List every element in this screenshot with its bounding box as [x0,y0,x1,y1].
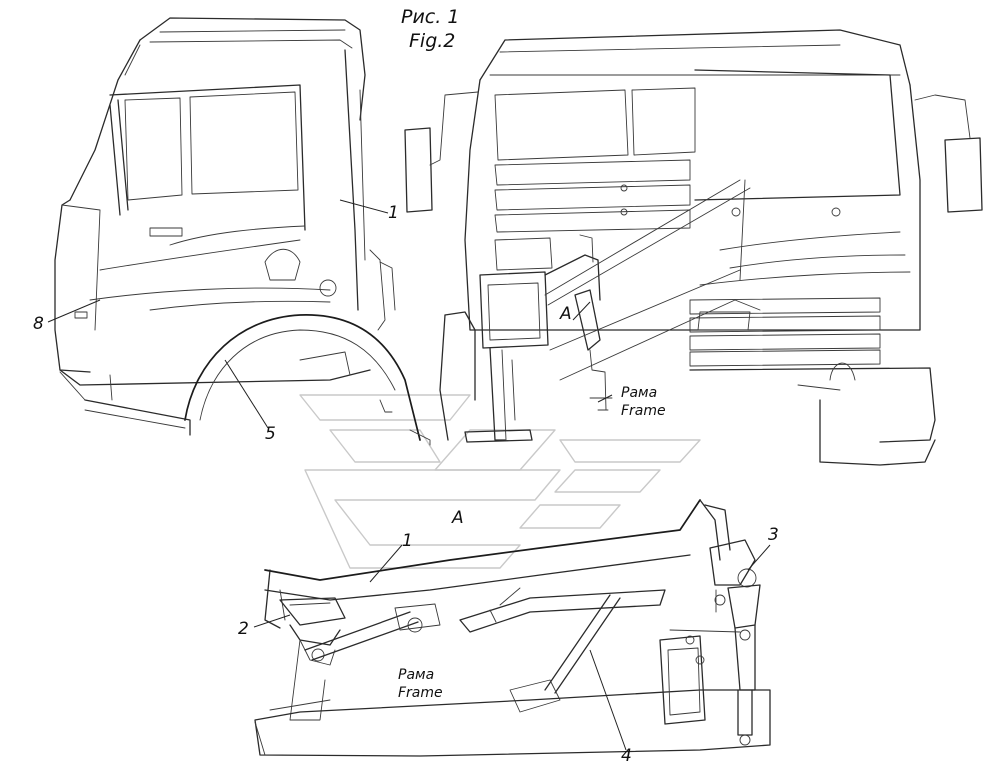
callout-8: 8 [33,314,44,334]
view-marker-a-lower: A [452,508,464,528]
frame-label-upper-en: Frame [621,403,666,419]
callout-5: 5 [265,424,276,444]
callout-2: 2 [238,619,249,639]
figure-title-en: Fig.2 [409,30,456,52]
cab-front-view [404,29,983,466]
leader-lines [47,199,771,751]
frame-label-lower-ru: Рама [398,667,435,683]
cab-side-view [54,17,431,446]
figure-title-ru: Рис. 1 [401,6,460,28]
callout-4: 4 [621,746,632,766]
frame-label-upper-ru: Рама [621,385,658,401]
view-marker-a-upper: A [560,304,572,324]
frame-label-lower-en: Frame [398,685,443,701]
watermark-logo [299,394,701,569]
callout-1-cab: 1 [388,203,399,223]
frame-assembly [254,499,771,757]
callout-1-frame: 1 [402,531,413,551]
callout-3: 3 [768,525,779,545]
